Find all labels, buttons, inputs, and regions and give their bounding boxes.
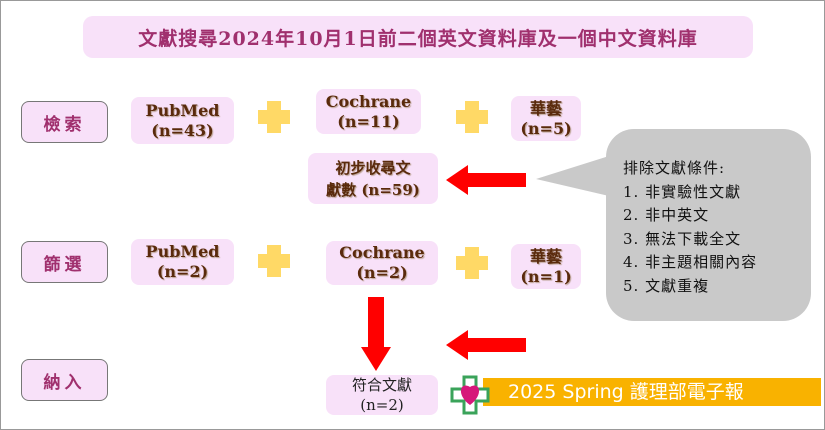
newsletter-banner: 2025 Spring 護理部電子報 [483, 378, 821, 406]
db-name: Cochrane [325, 91, 412, 111]
exclusion-callout [606, 129, 811, 321]
final-line1: 符合文獻 [351, 376, 412, 394]
db-count: (n=5) [520, 118, 572, 138]
db-count: (n=1) [520, 266, 572, 286]
search-airiti-box: 華藝(n=5) [511, 96, 581, 141]
db-name: 華藝 [529, 246, 562, 266]
callout-pointer [536, 156, 609, 196]
left-arrow-icon [446, 165, 526, 195]
exclusion-item: 2. 非中英文 [623, 206, 710, 224]
db-name: Cochrane [339, 243, 425, 262]
db-count: (n=43) [151, 120, 214, 140]
initial-count-box: 初步收尋文獻數 (n=59) [308, 153, 438, 204]
screen-pubmed-box: PubMed(n=2) [131, 239, 234, 285]
plus-icon [456, 247, 488, 279]
screen-cochrane-box: Cochrane(n=2) [326, 241, 438, 285]
stage-include: 納入 [21, 359, 108, 401]
exclusion-item: 4. 非主題相關內容 [623, 253, 758, 271]
final-included-box: 符合文獻 (n=2) [326, 375, 438, 415]
exclusion-heading: 排除文獻條件: [623, 159, 726, 177]
exclusion-item: 3. 無法下載全文 [623, 229, 742, 248]
plus-icon [258, 245, 290, 277]
db-name: PubMed [145, 100, 220, 120]
stage-search: 檢索 [21, 101, 108, 143]
left-arrow-icon [446, 330, 526, 360]
db-name: PubMed [145, 242, 220, 261]
db-count: (n=2) [156, 262, 209, 281]
exclusion-item: 1. 非實驗性文獻 [623, 182, 742, 201]
db-name: 華藝 [529, 98, 562, 118]
stage-screen: 篩選 [21, 241, 108, 283]
exclusion-item: 5. 文獻重複 [623, 276, 710, 295]
screen-airiti-box: 華藝(n=1) [511, 244, 581, 289]
db-count: (n=2) [356, 263, 408, 282]
search-pubmed-box: PubMed(n=43) [131, 97, 234, 144]
db-count: (n=11) [337, 111, 400, 131]
search-cochrane-box: Cochrane(n=11) [316, 89, 421, 134]
final-line2: (n=2) [360, 396, 404, 414]
logo-icon [450, 375, 490, 415]
plus-icon [456, 101, 488, 133]
down-arrow-icon [361, 297, 391, 371]
plus-icon [258, 101, 290, 133]
initial-line2: 獻數 (n=59) [326, 180, 420, 199]
initial-line1: 初步收尋文 [335, 158, 411, 177]
exclusion-criteria: 排除文獻條件: 1. 非實驗性文獻 2. 非中英文 3. 無法下載全文 4. 非… [623, 157, 757, 298]
diagram-title: 文獻搜尋2024年10月1日前二個英文資料庫及一個中文資料庫 [83, 16, 753, 58]
